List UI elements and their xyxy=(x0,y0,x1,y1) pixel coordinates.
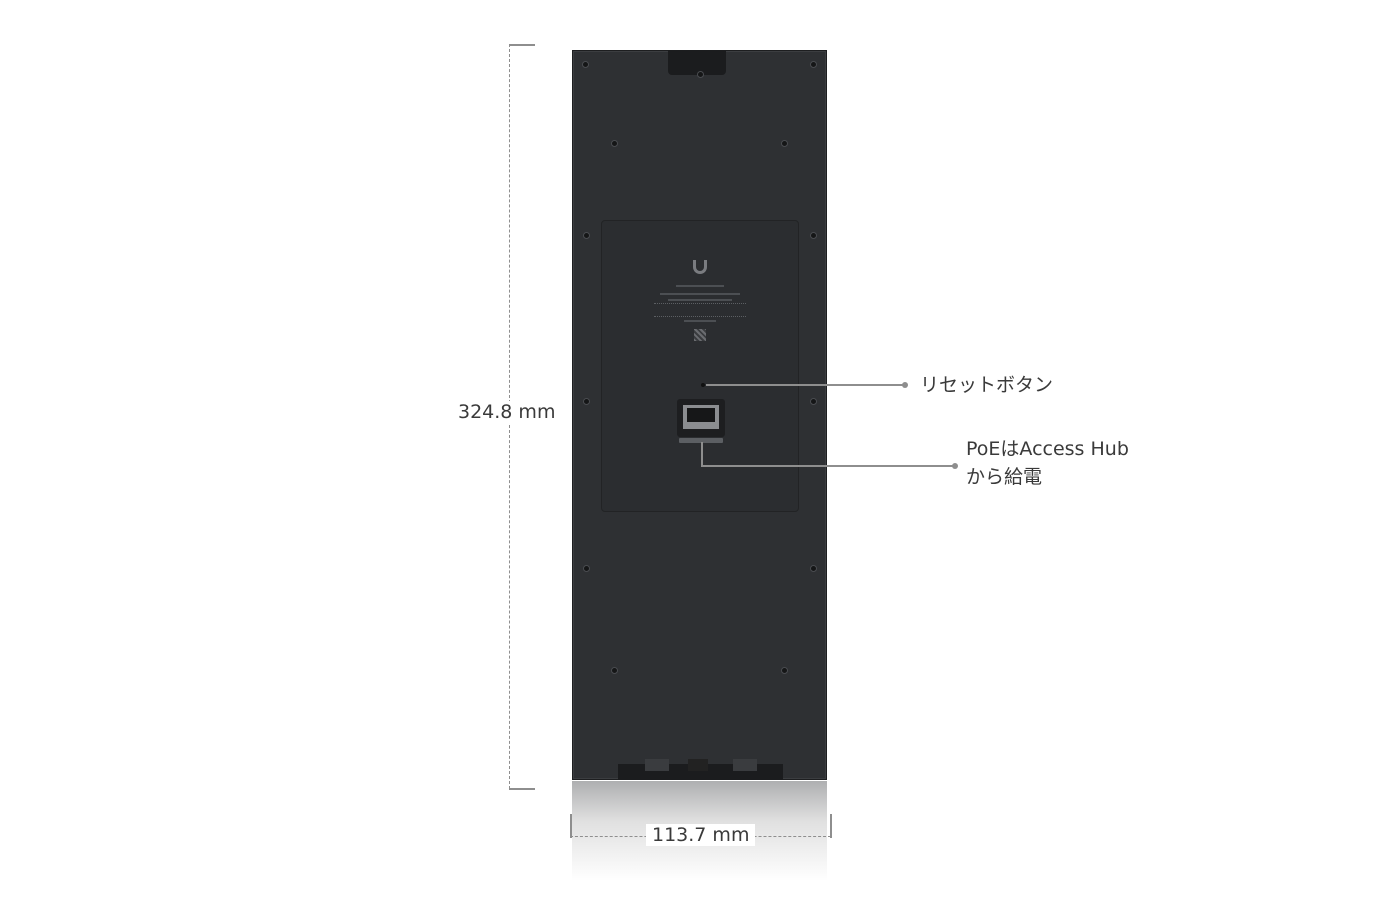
port-label xyxy=(679,438,723,443)
screw-icon xyxy=(810,565,817,572)
ethernet-port xyxy=(677,399,725,437)
screw-icon xyxy=(810,398,817,405)
screw-icon xyxy=(810,232,817,239)
poe-callout-line xyxy=(701,465,954,467)
screw-icon xyxy=(611,140,618,147)
width-dimension-tick-right xyxy=(830,814,832,838)
top-mount-notch xyxy=(668,50,726,75)
height-dimension-label: 324.8 mm xyxy=(452,401,562,423)
bottom-clip xyxy=(645,759,669,771)
bottom-clip xyxy=(688,759,708,771)
screw-icon xyxy=(582,61,589,68)
width-dimension-tick-left xyxy=(570,814,572,838)
reset-callout-label: リセットボタン xyxy=(920,374,1054,396)
ubiquiti-logo-icon xyxy=(693,260,707,274)
screw-icon xyxy=(781,140,788,147)
screw-icon xyxy=(611,667,618,674)
screw-icon xyxy=(583,398,590,405)
poe-callout-label-line1: PoEはAccess Hub xyxy=(966,438,1129,460)
screw-icon xyxy=(810,61,817,68)
screw-icon xyxy=(583,565,590,572)
poe-callout-line-vertical xyxy=(701,442,703,467)
product-label-text xyxy=(676,285,724,287)
product-label-text xyxy=(684,320,716,322)
height-dimension-tick-bottom xyxy=(509,788,535,790)
reset-callout-line xyxy=(706,384,906,386)
screw-icon xyxy=(781,667,788,674)
bottom-clip xyxy=(733,759,757,771)
height-dimension-tick-top xyxy=(509,44,535,46)
certification-marks-icon xyxy=(654,303,746,317)
qr-code-icon xyxy=(694,329,706,341)
product-label-text xyxy=(668,299,732,301)
product-label-text xyxy=(660,293,740,295)
poe-callout-label-line2: から給電 xyxy=(966,466,1043,488)
reset-callout-dot xyxy=(902,382,908,388)
reset-button xyxy=(701,383,705,387)
poe-callout-dot xyxy=(952,463,958,469)
screw-icon xyxy=(697,71,704,78)
screw-icon xyxy=(583,232,590,239)
width-dimension-label: 113.7 mm xyxy=(646,824,756,846)
